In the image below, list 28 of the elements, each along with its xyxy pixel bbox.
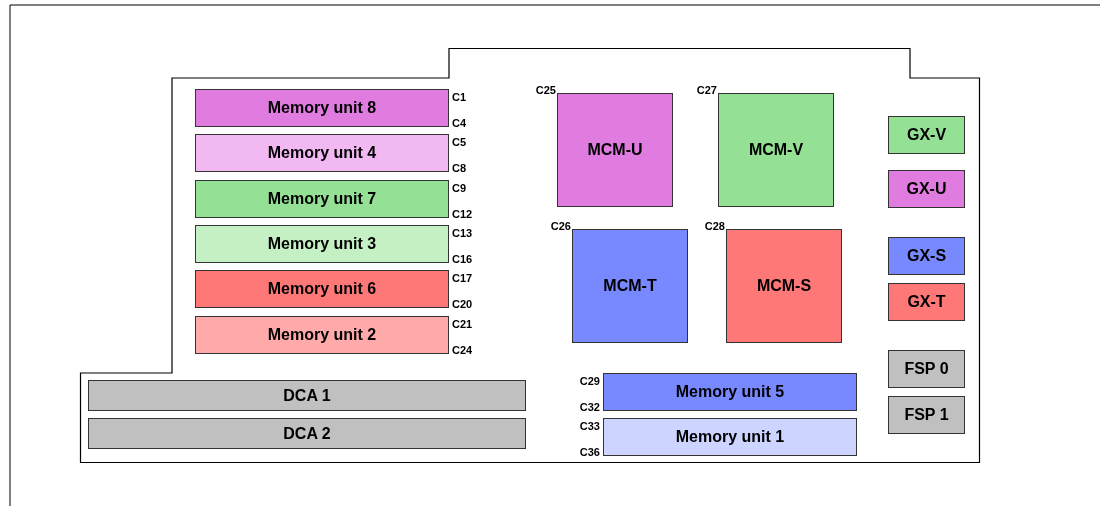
connector-label: C17 — [452, 272, 473, 284]
component-block: GX-S — [888, 237, 965, 275]
connector-label: C29 — [579, 375, 600, 387]
component-block: FSP 0 — [888, 350, 965, 388]
connector-label: C5 — [452, 136, 467, 148]
connector-label: C16 — [452, 253, 473, 265]
connector-label: C33 — [579, 420, 600, 432]
connector-label: C20 — [452, 298, 473, 310]
connector-label: C8 — [452, 162, 467, 174]
connector-label: C27 — [696, 84, 717, 96]
connector-label: C9 — [452, 182, 467, 194]
component-block: FSP 1 — [888, 396, 965, 434]
component-block: GX-T — [888, 283, 965, 321]
connector-label: C4 — [452, 117, 467, 129]
component-block: DCA 2 — [88, 418, 526, 449]
connector-label: C24 — [452, 344, 473, 356]
component-block: GX-U — [888, 170, 965, 208]
component-block: DCA 1 — [88, 380, 526, 411]
connector-label: C21 — [452, 318, 473, 330]
connector-label: C1 — [452, 91, 467, 103]
connector-label: C26 — [550, 220, 571, 232]
connector-label: C12 — [452, 208, 473, 220]
connector-label: C13 — [452, 227, 473, 239]
connector-label: C28 — [704, 220, 725, 232]
connector-label: C25 — [535, 84, 556, 96]
component-block: GX-V — [888, 116, 965, 154]
connector-label: C36 — [579, 446, 600, 458]
connector-label: C32 — [579, 401, 600, 413]
